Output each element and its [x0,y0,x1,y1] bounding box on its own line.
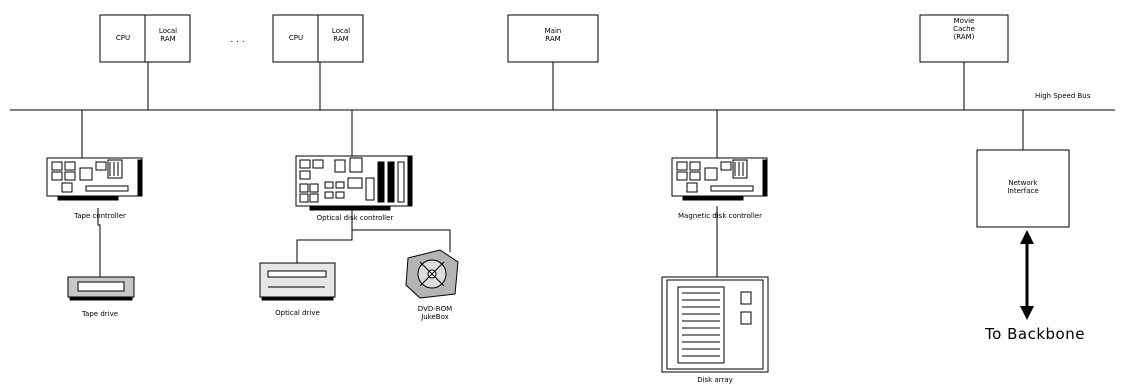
optical-drive-graphic [260,263,335,300]
tape-drive-label: Tape drive [55,310,145,318]
ellipsis: . . . [215,35,260,45]
disk-array-graphic [662,277,768,372]
optical-controller-card [296,156,412,210]
bus-label: High Speed Bus [1035,92,1125,100]
backbone-label: To Backbone [970,326,1100,343]
magnetic-controller-card [672,158,767,200]
magnetic-controller-label: Magnetic disk controller [655,212,785,220]
optical-drive-label: Optical drive [250,309,345,317]
tape-controller-card [47,158,142,200]
cpu-label-1: CPU [104,34,142,42]
tape-drive-graphic [68,277,134,300]
tape-controller-label: Tape controller [40,212,160,220]
cpu-label-2: CPU [277,34,315,42]
dvd-jukebox-graphic [406,250,458,298]
disk-array-label: Disk array [670,376,760,384]
optical-controller-label: Optical disk controller [290,214,420,222]
backbone-arrow [1020,230,1034,320]
